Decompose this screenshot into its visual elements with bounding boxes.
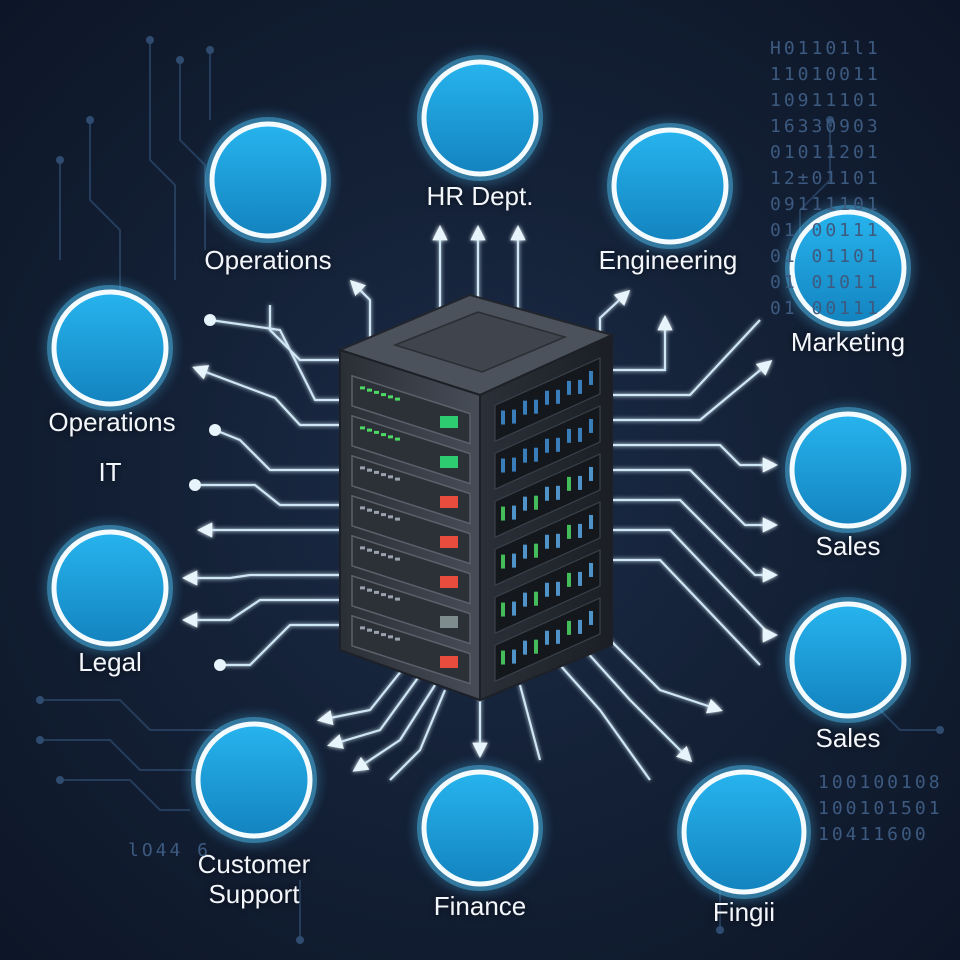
connector-sales-2b: [612, 528, 779, 643]
status-light: [440, 656, 458, 668]
department-label-legal: Legal: [78, 647, 142, 677]
department-node-marketing: [785, 205, 911, 331]
avatar-circle: [789, 601, 907, 719]
department-label-finance: Finance: [433, 891, 527, 921]
connector-legal-2: [181, 570, 345, 586]
department-label-operations-top: Operations: [204, 245, 332, 275]
connector-fingii-3: [599, 629, 723, 714]
department-node-sales-1: [785, 407, 911, 533]
connector-fingii-2: [559, 664, 651, 781]
status-light: [440, 416, 458, 428]
avatar-glow: [205, 117, 331, 243]
department-node-finance: [417, 765, 543, 891]
connector-operations-top-2: [268, 305, 345, 362]
connector-sales-2c: [612, 558, 761, 666]
server-unit: [351, 534, 471, 605]
connector-legal: [181, 598, 345, 628]
server-unit: [351, 494, 471, 565]
department-node-operations-top: [205, 117, 331, 243]
avatar-circle: [51, 289, 169, 407]
avatar-circle: [789, 411, 907, 529]
department-label-marketing: Marketing: [790, 327, 906, 357]
avatar-circle: [681, 769, 807, 895]
connector-sales-2: [612, 498, 779, 583]
avatar-circle: [421, 769, 539, 887]
server-unit: [351, 614, 471, 685]
label-it: IT: [98, 457, 122, 487]
binary-text-top-right: H01101l1 11010011 10911101 16330903 0101…: [770, 38, 881, 319]
department-node-legal: [47, 525, 173, 651]
server-unit: [351, 414, 471, 485]
connector-endpoints: [189, 314, 226, 671]
avatar-circle: [611, 127, 729, 245]
department-label-sales-2: Sales: [815, 723, 881, 753]
connector-customer-support-3: [352, 684, 436, 772]
department-node-sales-2: [785, 597, 911, 723]
department-node-hr: [417, 55, 543, 181]
status-light: [440, 456, 458, 468]
connector-operations-left-2: [209, 318, 345, 402]
department-label-customer-support: Customer Support: [197, 849, 311, 909]
server-unit: [351, 374, 471, 445]
department-label-hr: HR Dept.: [426, 181, 534, 211]
avatar-glow: [677, 765, 811, 899]
connector-operations-left: [192, 365, 345, 427]
background-dots: [36, 36, 944, 944]
connection-lines: [181, 224, 779, 781]
connector-marketing: [612, 360, 773, 422]
connector-fingii: [584, 649, 693, 763]
status-light: [440, 616, 458, 628]
department-label-operations-left: Operations: [48, 407, 176, 437]
connector-customer-support-4: [389, 689, 447, 781]
connector-engineering-2: [612, 314, 673, 372]
connector-customer-support-2: [327, 674, 421, 749]
status-light: [440, 496, 458, 508]
connector-operations-top: [349, 279, 372, 338]
server-unit: [351, 574, 471, 645]
avatar-glow: [191, 717, 317, 843]
avatar-glow: [785, 205, 911, 331]
connector-finance-2: [518, 684, 542, 761]
binary-text-bottom-left: lO44 6: [128, 840, 212, 861]
avatar-glow: [785, 597, 911, 723]
avatar-glow: [417, 765, 543, 891]
connector-sales-1b: [612, 468, 779, 533]
connector-it-3: [214, 428, 345, 472]
avatar-circle: [209, 121, 327, 239]
department-node-engineering: [607, 123, 733, 249]
server-unit: [351, 454, 471, 525]
binary-text-bottom-right: 100100108 100101501 10411600: [818, 772, 943, 845]
connector-sales-1: [612, 443, 779, 473]
connector-customer-support: [316, 659, 411, 726]
avatar-glow: [607, 123, 733, 249]
department-label-sales-1: Sales: [815, 531, 881, 561]
avatar-glow: [47, 525, 173, 651]
connector-engineering-3: [612, 319, 761, 397]
department-label-fingii: Fingii: [712, 897, 776, 927]
avatar-glow: [417, 55, 543, 181]
avatar-glow: [785, 407, 911, 533]
status-light: [440, 576, 458, 588]
avatar-circle: [421, 59, 539, 177]
department-node-customer-support: [191, 717, 317, 843]
server-rack-icon: [337, 293, 615, 702]
connector-legal-3: [220, 623, 345, 667]
avatar-circle: [51, 529, 169, 647]
avatar-circle: [195, 721, 313, 839]
connector-it-2: [195, 483, 345, 507]
status-light: [440, 536, 458, 548]
avatar-circle: [789, 209, 907, 327]
avatar-glow: [47, 285, 173, 411]
department-node-operations-left: [47, 285, 173, 411]
department-node-fingii: [677, 765, 811, 899]
department-label-engineering: Engineering: [598, 245, 738, 275]
